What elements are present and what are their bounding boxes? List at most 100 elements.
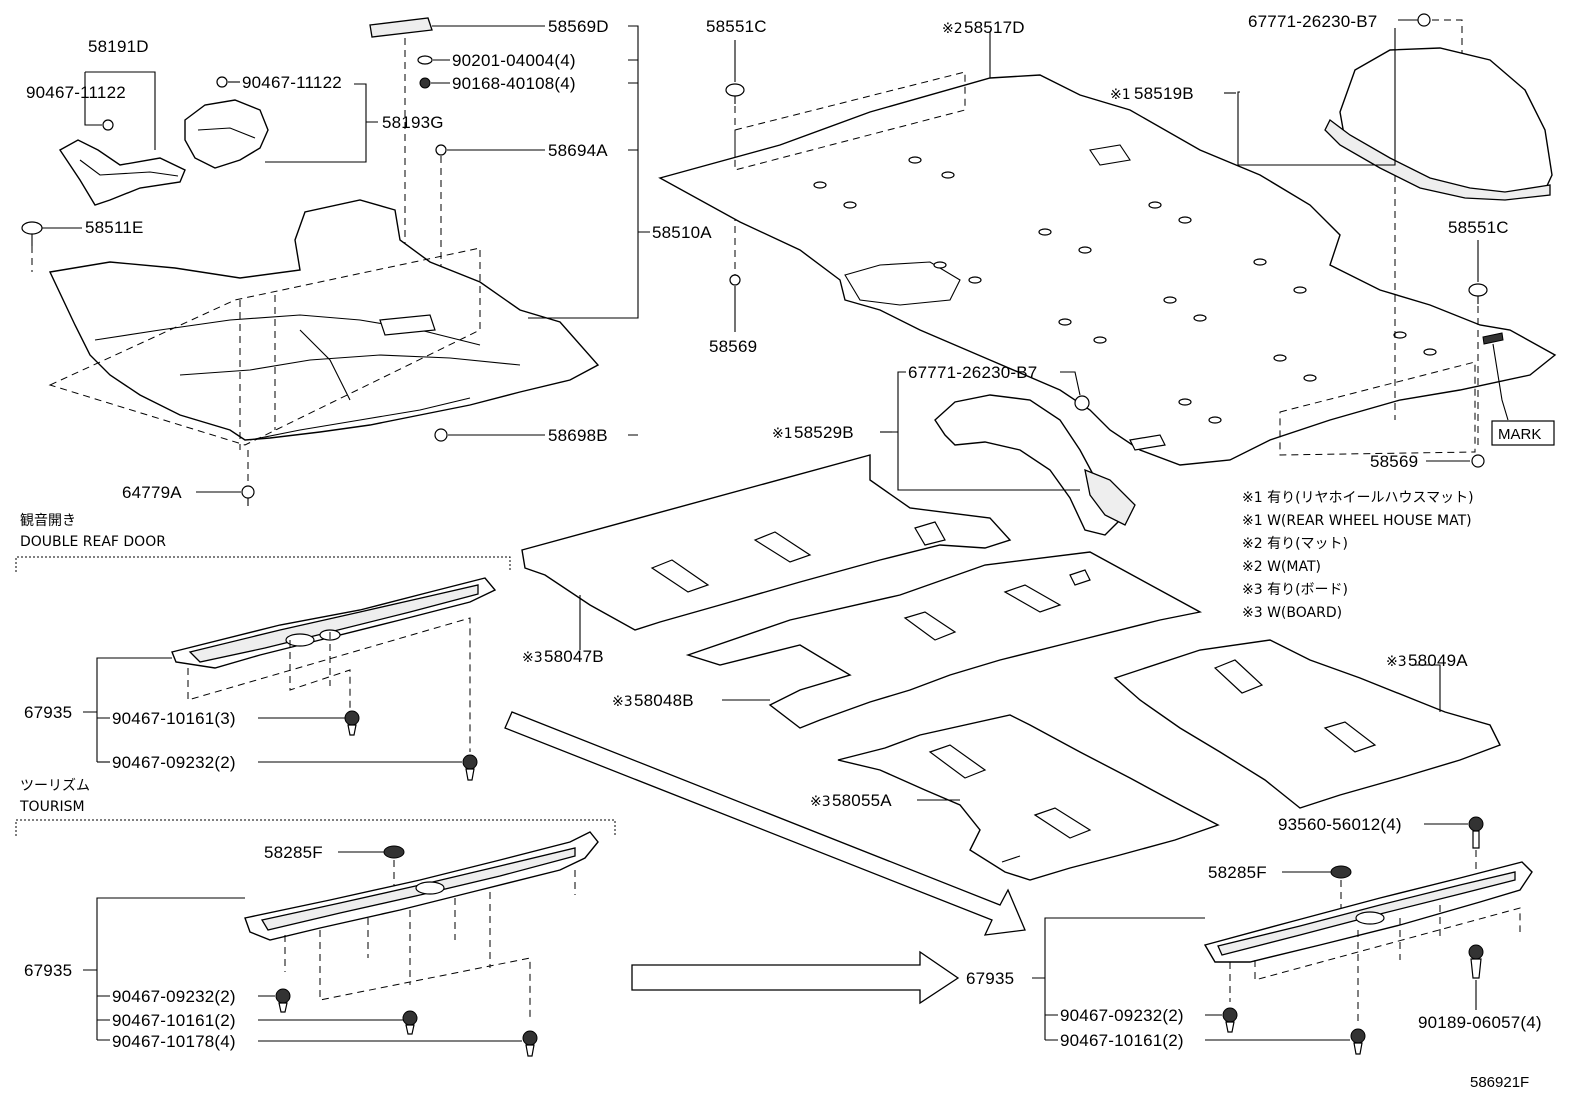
leader-58049A xyxy=(1412,664,1441,712)
mark-box xyxy=(1491,420,1555,446)
clip-90467-10161-2b xyxy=(1350,1028,1366,1055)
part-67935-b-shape xyxy=(244,831,599,941)
clip-90467-10161-3 xyxy=(344,710,360,736)
legend-line-3: ※2 有り(マット) xyxy=(1242,536,1348,552)
part-58047B-shape xyxy=(521,454,1012,631)
bolt-93560-56012 xyxy=(1468,816,1484,849)
part-58519B-shape xyxy=(1324,47,1553,201)
label-67771-26230-B7-b: 67771-26230-B7 xyxy=(908,363,1037,382)
clip-67771-a xyxy=(1417,13,1431,27)
leader-67935-c-bracket xyxy=(1032,917,1205,1041)
mark-58055A: ※3 xyxy=(810,794,831,810)
section-double-door-en: DOUBLE REAF DOOR xyxy=(20,534,166,550)
bolt-90189-06057 xyxy=(1468,944,1484,979)
leader-58519B-bracket xyxy=(1237,28,1396,166)
mark-58529B: ※1 xyxy=(772,426,793,442)
section-double-door-bracket xyxy=(15,556,511,572)
part-58510A-shape xyxy=(48,199,600,441)
leader-67771-b xyxy=(1060,371,1081,396)
dash-67935-a xyxy=(187,617,471,752)
clip-90467-10178-4 xyxy=(522,1030,538,1057)
clip-90467-11122-b xyxy=(216,76,228,88)
label-93560-56012: 93560-56012(4) xyxy=(1278,815,1402,834)
clip-58285F-b xyxy=(1330,865,1352,879)
clip-58694A xyxy=(435,144,447,156)
label-90201-04004: 90201-04004(4) xyxy=(452,51,576,70)
clip-58551C-a xyxy=(725,83,745,104)
label-58193G: 58193G xyxy=(382,113,444,132)
clip-90467-09232-b xyxy=(275,988,291,1013)
legend-line-6: ※3 W(BOARD) xyxy=(1242,605,1342,621)
washer-90201 xyxy=(417,55,433,65)
mark-58047B: ※3 xyxy=(522,650,543,666)
section-double-door-jp: 観音開き xyxy=(20,512,76,529)
dash-58510A-verticals xyxy=(239,295,276,450)
label-90467-10178-4: 90467-10178(4) xyxy=(112,1032,236,1051)
figure-id: 586921F xyxy=(1470,1074,1529,1091)
legend-line-5: ※3 有り(ボード) xyxy=(1242,582,1348,598)
dash-box-58517D-rear xyxy=(1279,361,1476,456)
label-58511E: 58511E xyxy=(85,218,144,237)
label-67935-b: 67935 xyxy=(24,961,72,980)
part-67935-a-shape xyxy=(171,577,497,669)
dash-67935-c xyxy=(1229,905,1521,1022)
label-58517D: 58517D xyxy=(964,18,1025,37)
clip-58285F-a xyxy=(383,845,405,859)
label-90168-40108: 90168-40108(4) xyxy=(452,74,576,93)
section-tourism-bracket xyxy=(15,819,616,836)
leader-67935-b-bracket xyxy=(83,897,245,1041)
part-58193G-shape xyxy=(184,99,269,169)
clip-90467-10161-2a xyxy=(402,1010,418,1035)
leader-58510A-bracket xyxy=(528,25,650,436)
part-58529B-shape xyxy=(934,394,1136,536)
label-90467-09232-2c: 90467-09232(2) xyxy=(1060,1006,1184,1025)
label-67935-c: 67935 xyxy=(966,969,1014,988)
label-90467-11122-b: 90467-11122 xyxy=(242,73,342,92)
clip-90467-09232-c xyxy=(1222,1007,1238,1033)
label-58191D: 58191D xyxy=(88,37,149,56)
label-90467-09232-2b: 90467-09232(2) xyxy=(112,987,236,1006)
leader-58529B-bracket xyxy=(892,371,1080,491)
legend-line-1: ※1 有り(リヤホイールハウスマット) xyxy=(1242,490,1474,506)
label-58510A: 58510A xyxy=(652,223,712,242)
mark-58049A: ※3 xyxy=(1386,654,1407,670)
section-tourism-en: TOURISM xyxy=(19,799,85,815)
label-58569-b: 58569 xyxy=(1370,452,1418,471)
label-58048B: 58048B xyxy=(634,691,694,710)
label-90189-06057: 90189-06057(4) xyxy=(1418,1013,1542,1032)
section-tourism-jp: ツーリズム xyxy=(20,778,90,794)
label-64779A: 64779A xyxy=(122,483,182,502)
label-58569D: 58569D xyxy=(548,17,609,36)
label-90467-11122-a: 90467-11122 xyxy=(26,83,126,102)
rivet-90168 xyxy=(419,77,431,89)
label-90467-10161-2a: 90467-10161(2) xyxy=(112,1011,236,1030)
label-58529B: 58529B xyxy=(794,423,854,442)
legend-line-2: ※1 W(REAR WHEEL HOUSE MAT) xyxy=(1242,513,1472,529)
clip-90467-09232-a xyxy=(462,754,478,781)
label-58551C-a: 58551C xyxy=(706,17,767,36)
label-58694A: 58694A xyxy=(548,141,608,160)
part-58048B-shape xyxy=(685,551,1203,729)
clip-58698B xyxy=(434,428,448,442)
part-58517D-shape xyxy=(658,74,1557,466)
dash-box-58510A xyxy=(48,247,481,446)
legend: ※1 有り(リヤホイールハウスマット) ※1 W(REAR WHEEL HOUS… xyxy=(1242,490,1474,621)
mark-58517D: ※2 xyxy=(942,21,963,37)
label-58551C-b: 58551C xyxy=(1448,218,1509,237)
label-58698B: 58698B xyxy=(548,426,608,445)
leader-67935-a-bracket xyxy=(83,657,172,762)
label-90467-10161-3: 90467-10161(3) xyxy=(112,709,236,728)
label-67935-a: 67935 xyxy=(24,703,72,722)
clip-90467-11122-a xyxy=(102,119,114,131)
leader-58193G xyxy=(265,83,378,163)
label-90467-10161-2b: 90467-10161(2) xyxy=(1060,1031,1184,1050)
mark-58048B: ※3 xyxy=(612,694,633,710)
legend-line-4: ※2 W(MAT) xyxy=(1242,559,1321,575)
leader-58191D xyxy=(85,71,156,150)
label-58049A: 58049A xyxy=(1408,651,1468,670)
label-58285F-b: 58285F xyxy=(1208,863,1267,882)
clip-58569-b xyxy=(1471,454,1485,468)
mark-box-text: MARK xyxy=(1498,426,1541,443)
